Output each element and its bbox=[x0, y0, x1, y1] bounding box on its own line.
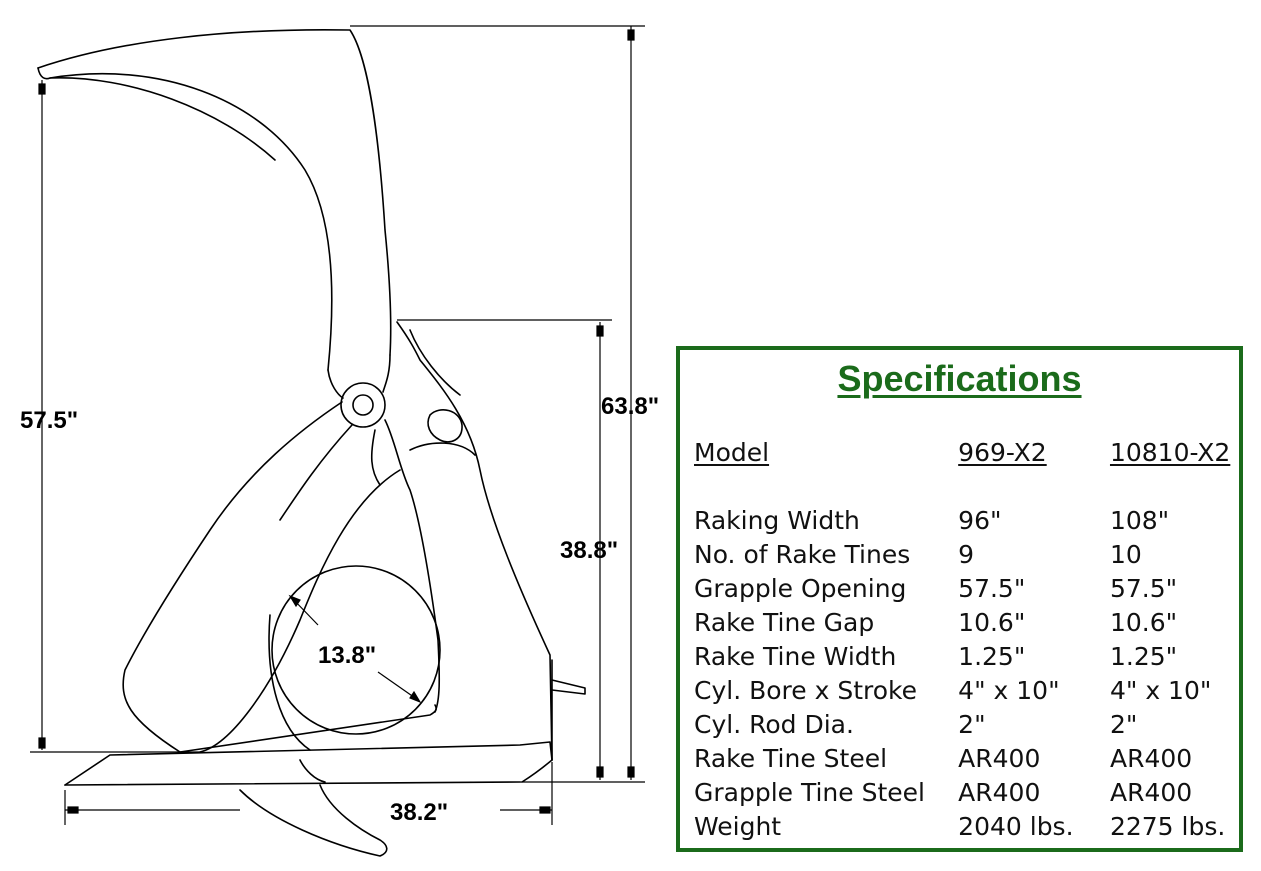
spec-header-model-a: 969-X2 bbox=[958, 438, 1047, 467]
bale-circle bbox=[271, 565, 441, 735]
pivot-inner bbox=[352, 394, 374, 416]
frame-link bbox=[122, 401, 343, 753]
spec-header-model-b: 10810-X2 bbox=[1109, 438, 1231, 467]
dim-bale-diameter-label: 13.8" bbox=[318, 642, 376, 669]
rake-tine bbox=[64, 741, 553, 786]
spec-row: Cyl. Rod Dia. 2" 2" bbox=[694, 708, 1239, 742]
spec-row-model-a: 4" x 10" bbox=[958, 676, 1060, 705]
grapple-arm-outer bbox=[37, 28, 392, 356]
frame-right bbox=[396, 321, 553, 783]
spec-row-model-b: 2275 lbs. bbox=[1109, 812, 1226, 841]
cylinder-arm bbox=[384, 419, 441, 713]
dim-frame-height-label: 38.8" bbox=[560, 537, 618, 564]
spec-row-label: Weight bbox=[694, 812, 782, 841]
spec-row-model-a: AR400 bbox=[958, 744, 1041, 773]
spec-row: Rake Tine Width 1.25" 1.25" bbox=[694, 640, 1239, 674]
spec-row-model-b: 108" bbox=[1109, 506, 1170, 535]
spec-row-model-a: 10.6" bbox=[958, 608, 1026, 637]
spec-row: Grapple Tine Steel AR400 AR400 bbox=[694, 776, 1239, 810]
spec-row-label: Rake Tine Width bbox=[694, 642, 897, 671]
spec-spacer-row bbox=[694, 470, 1239, 504]
dim-grapple-opening-label: 57.5" bbox=[20, 407, 78, 434]
spec-row-model-a: 2040 lbs. bbox=[958, 812, 1074, 841]
specifications-table: Model 969-X2 10810-X2 Raking Width 96" 108… bbox=[694, 436, 1239, 844]
spec-row-model-a: 2" bbox=[958, 710, 986, 739]
spec-row: Cyl. Bore x Stroke 4" x 10" 4" x 10" bbox=[694, 674, 1239, 708]
spec-row-model-b: 10.6" bbox=[1109, 608, 1178, 637]
dim-overall-height-label: 63.8" bbox=[601, 393, 659, 420]
spec-row-model-b: AR400 bbox=[1109, 744, 1193, 773]
grapple-arm-inner bbox=[37, 67, 333, 371]
spec-row-label: Raking Width bbox=[694, 506, 860, 535]
spec-row-label: No. of Rake Tines bbox=[694, 540, 911, 569]
spec-row-model-b: 57.5" bbox=[1109, 574, 1178, 603]
spec-row-model-a: 57.5" bbox=[958, 574, 1026, 603]
spec-row-model-a: 9 bbox=[958, 540, 975, 569]
spec-row: Raking Width 96" 108" bbox=[694, 504, 1239, 538]
spec-row-label: Cyl. Bore x Stroke bbox=[694, 676, 917, 705]
grapple-arm-face bbox=[49, 77, 276, 161]
spec-row-label: Grapple Tine Steel bbox=[694, 778, 925, 807]
slot bbox=[427, 409, 463, 443]
spec-row-model-b: 10 bbox=[1109, 540, 1142, 569]
spec-row: No. of Rake Tines 9 10 bbox=[694, 538, 1239, 572]
spec-row-label: Rake Tine Steel bbox=[694, 744, 888, 773]
spec-header-row: Model 969-X2 10810-X2 bbox=[694, 436, 1239, 470]
spec-row-model-a: 96" bbox=[958, 506, 1002, 535]
spec-row-model-b: 2" bbox=[1109, 710, 1138, 739]
specifications-panel: Specifications Model 969-X2 10810-X2 Rak… bbox=[676, 346, 1243, 852]
spec-row-label: Rake Tine Gap bbox=[694, 608, 875, 637]
spec-row-model-a: AR400 bbox=[958, 778, 1041, 807]
pivot-outer bbox=[340, 382, 386, 428]
spec-row: Rake Tine Steel AR400 AR400 bbox=[694, 742, 1239, 776]
spec-row: Weight 2040 lbs. 2275 lbs. bbox=[694, 810, 1239, 844]
spec-row-model-b: 1.25" bbox=[1109, 642, 1178, 671]
dim-depth-label: 38.2" bbox=[390, 799, 448, 826]
spec-row-model-b: 4" x 10" bbox=[1109, 676, 1212, 705]
spec-row-model-b: AR400 bbox=[1109, 778, 1193, 807]
specifications-title: Specifications bbox=[837, 358, 1082, 399]
spec-row: Rake Tine Gap 10.6" 10.6" bbox=[694, 606, 1239, 640]
spec-row: Grapple Opening 57.5" 57.5" bbox=[694, 572, 1239, 606]
spec-row-label: Cyl. Rod Dia. bbox=[694, 710, 854, 739]
spec-row-model-a: 1.25" bbox=[958, 642, 1026, 671]
spec-row-label: Grapple Opening bbox=[694, 574, 907, 603]
spec-header-label: Model bbox=[694, 438, 770, 467]
